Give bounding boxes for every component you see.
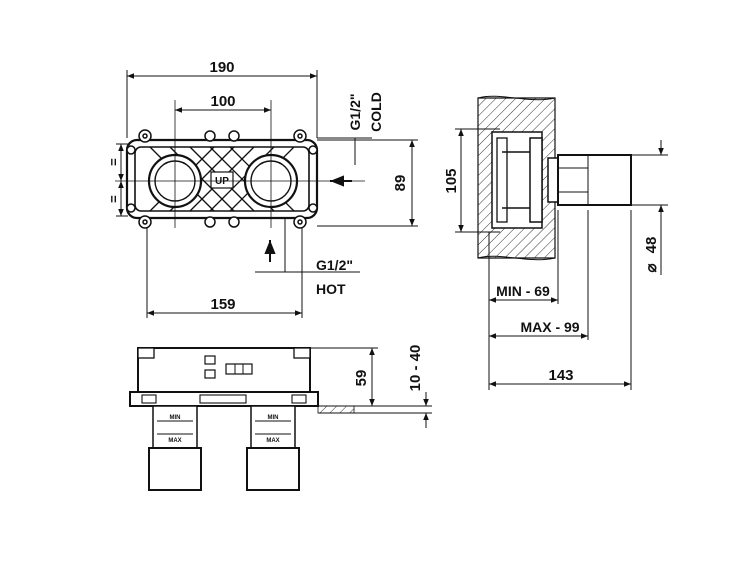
cold-thread-label: G1/2" [347, 94, 363, 131]
flange [547, 157, 559, 203]
left-stem-min: MIN [170, 415, 181, 421]
side-view: 105 ⌀ 48 MIN - 69 MAX - 99 143 [443, 95, 668, 390]
dim-48-label: 48 [643, 237, 660, 254]
box-outline [125, 138, 319, 220]
wall-surface [317, 405, 355, 414]
left-stem-max: MAX [168, 438, 181, 444]
right-stem-min: MIN [268, 415, 279, 421]
handle-body [557, 154, 632, 206]
cold-label: COLD [368, 92, 384, 132]
right-stem: MIN MAX [246, 405, 300, 491]
equal-mark-lower: = [106, 195, 121, 203]
diameter-symbol: ⌀ [643, 263, 660, 272]
box-inner-outline [134, 146, 310, 212]
dim-min-label: MIN - 69 [496, 283, 550, 299]
dim-max-label: MAX - 99 [520, 319, 579, 335]
dim-105-label: 105 [443, 168, 460, 193]
center-label-block [210, 171, 234, 189]
equal-mark-upper: = [106, 158, 121, 166]
dim-159-label: 159 [210, 296, 235, 313]
dim-190-label: 190 [209, 59, 234, 76]
dim-59-label: 59 [353, 370, 370, 387]
center-label-text: UP [215, 176, 229, 187]
front-view: UP 190 100 = = G1/2" COLD 89 [106, 59, 418, 318]
dim-10-40-label: 10 - 40 [407, 345, 424, 392]
right-stem-max: MAX [266, 438, 279, 444]
top-body [137, 347, 311, 393]
top-view: MIN MAX MIN MAX 59 10 - 40 [129, 345, 432, 491]
mounting-lugs [126, 129, 318, 229]
left-stem: MIN MAX [148, 405, 202, 491]
hot-thread-label: G1/2" [316, 257, 353, 273]
dim-143-label: 143 [548, 367, 573, 384]
dim-100-label: 100 [210, 93, 235, 110]
dim-89-label: 89 [392, 175, 409, 192]
hot-label: HOT [316, 281, 346, 297]
